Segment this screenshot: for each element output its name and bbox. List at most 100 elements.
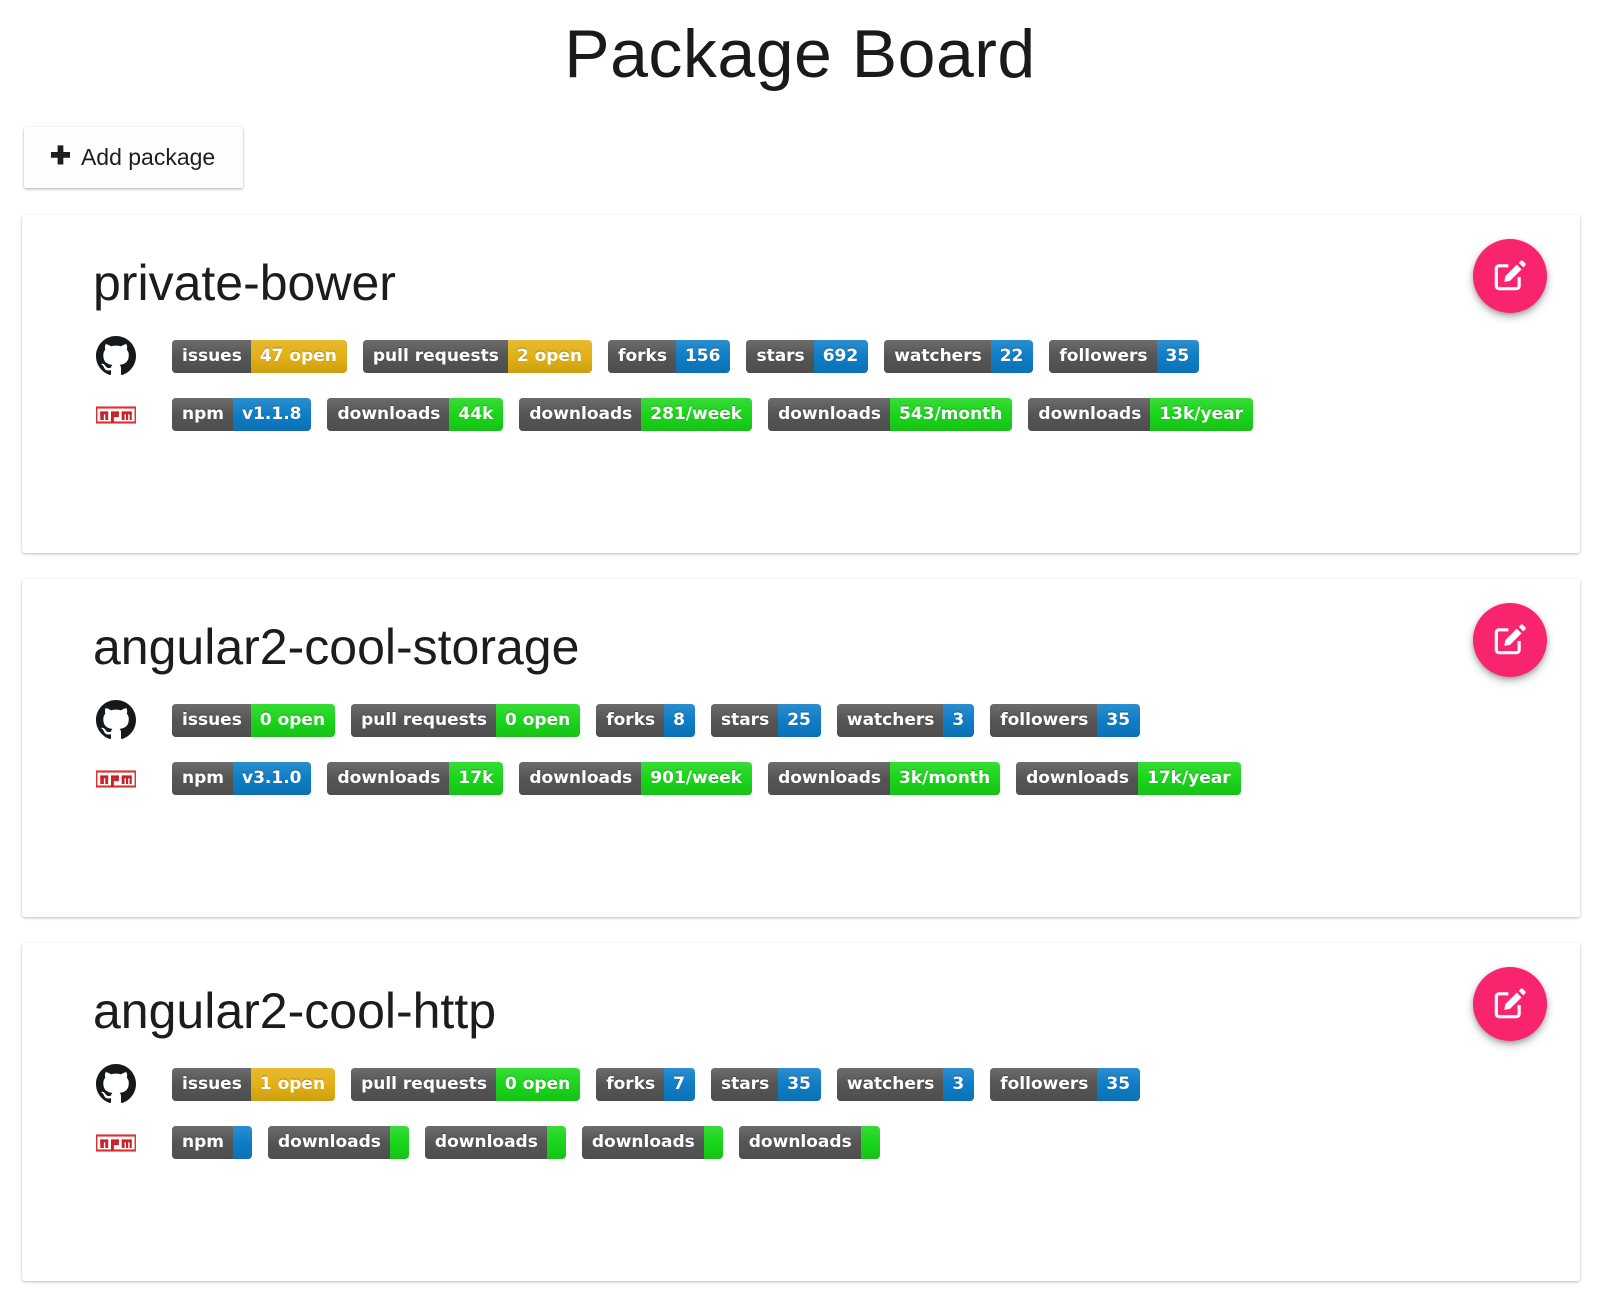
badge-value: 17k: [449, 762, 504, 795]
badge-value: [389, 1126, 409, 1159]
badge-label: npm: [172, 762, 233, 795]
badge-label: followers: [1049, 339, 1157, 373]
badge-label: forks: [596, 703, 665, 737]
badge-value: v1.1.8: [233, 398, 312, 431]
plus-icon: ✚: [50, 142, 71, 170]
badge-label: watchers: [836, 703, 944, 737]
edit-package-button[interactable]: [1473, 967, 1547, 1041]
badge-value: [860, 1126, 880, 1159]
badge-value: 692: [813, 339, 869, 373]
badge-label: downloads: [768, 398, 890, 431]
badge-label: forks: [608, 339, 676, 373]
edit-pencil-icon: [1490, 256, 1530, 296]
edit-pencil-icon: [1490, 984, 1530, 1024]
badge-value: 1 open: [250, 1067, 336, 1101]
badge-value: 7: [664, 1067, 695, 1101]
badge-npm[interactable]: npm: [172, 1126, 252, 1159]
add-package-button[interactable]: ✚ Add package: [24, 127, 244, 188]
badge-value: 35: [778, 1067, 821, 1101]
badge-downloads[interactable]: downloads: [268, 1126, 409, 1159]
badge-value: 3: [943, 1067, 975, 1101]
badge-label: pull requests: [362, 339, 508, 373]
badge-label: stars: [710, 703, 779, 737]
npm-icon: [62, 768, 136, 790]
badge-value: 156: [675, 339, 731, 373]
badge-downloads[interactable]: downloads: [738, 1126, 880, 1159]
edit-package-button[interactable]: [1473, 239, 1547, 313]
badge-label: downloads: [327, 762, 450, 795]
toolbar: ✚ Add package: [0, 101, 1600, 188]
badge-value: [703, 1126, 723, 1159]
badge-value: 2 open: [507, 339, 593, 373]
edit-package-button[interactable]: [1473, 603, 1547, 677]
badge-value: 0 open: [496, 703, 581, 737]
badge-downloads[interactable]: downloads: [581, 1126, 723, 1159]
badge-label: stars: [746, 339, 814, 373]
badge-value: v3.1.0: [233, 762, 312, 795]
github-icon: [62, 1064, 136, 1104]
badge-downloads[interactable]: downloads: [424, 1126, 566, 1159]
badge-value: 3: [943, 703, 975, 737]
badge-label: watchers: [884, 339, 991, 373]
npm-badge-group: npm downloads downloads downloads downloads: [136, 1126, 880, 1159]
badge-label: npm: [172, 1126, 233, 1159]
badge-value: 35: [1097, 1067, 1141, 1101]
npm-icon: [62, 404, 136, 426]
npm-icon: [62, 1132, 136, 1154]
badge-label: downloads: [581, 1126, 704, 1159]
badge-value: 44k: [449, 398, 504, 431]
badge-value: 0 open: [250, 703, 336, 737]
badge-label: downloads: [768, 762, 890, 795]
package-name: angular2-cool-http: [93, 983, 497, 1039]
npm-stats-row: npm downloads downloads downloads downloads: [62, 1126, 1540, 1159]
package-name: private-bower: [93, 255, 396, 311]
badge-label: downloads: [1016, 762, 1138, 795]
github-icon: [62, 700, 136, 740]
badge-value: 0 open: [496, 1067, 581, 1101]
badge-value: 543/month: [889, 398, 1013, 431]
badge-label: forks: [596, 1067, 665, 1101]
badge-value: 13k/year: [1150, 398, 1253, 431]
badge-label: npm: [172, 398, 233, 431]
badge-label: followers: [990, 1067, 1098, 1101]
badge-value: 8: [664, 703, 695, 737]
badge-label: pull requests: [351, 1067, 496, 1101]
